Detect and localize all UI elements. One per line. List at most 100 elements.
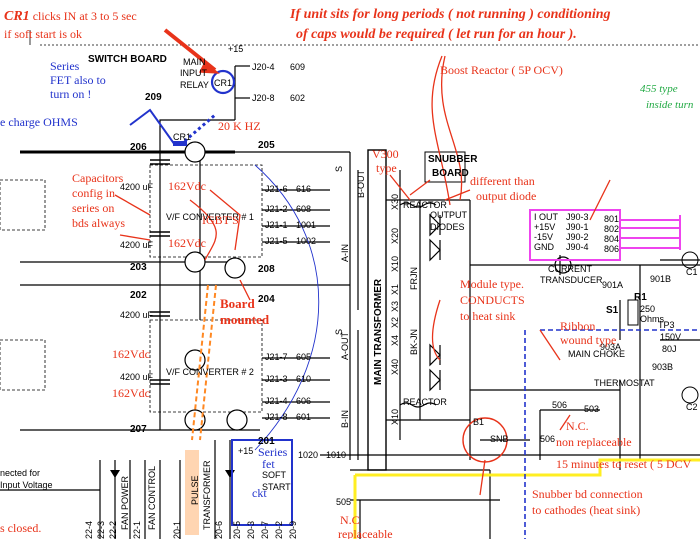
wire-901b: 901B [650, 274, 671, 284]
pin-20-7: 20-7 [260, 521, 270, 539]
v162-note-2: 162Vdc [168, 236, 206, 250]
j20-8-label: J20-8 [252, 93, 275, 103]
wire-806: 806 [604, 244, 619, 254]
board-mounted-note-1: Board [220, 296, 255, 311]
wire-506-top: 506 [552, 400, 567, 410]
replaceable-note: replaceable [338, 527, 393, 539]
non-replaceable-note: non replaceable [556, 435, 632, 449]
s1-label: S1 [606, 305, 619, 316]
cap-label-2: 4200 uF [120, 240, 154, 250]
wire-609: 609 [290, 62, 305, 72]
pin-20-2: 20-2 [274, 521, 284, 539]
x4-label: X4 [390, 335, 400, 346]
s-label-bottom: S [334, 329, 344, 335]
switch-board-label: SWITCH BOARD [88, 54, 167, 65]
pin-20-1: 20-1 [172, 521, 182, 539]
j21-1-label: J21-1 [265, 220, 288, 230]
pin-22-3: 22-3 [96, 521, 106, 539]
node-201: 201 [258, 436, 275, 447]
x1-label: X1 [390, 284, 400, 295]
jm15-label: -15V [534, 232, 553, 242]
cap-label-3: 4200 uF [120, 310, 154, 320]
j21-3-label: J21-3 [265, 374, 288, 384]
reactor-label-bottom: REACTOR [403, 397, 447, 407]
pin-20-5: 20-5 [232, 521, 242, 539]
nc-note-2: N.C [340, 513, 360, 527]
charge-ohms-note: e charge OHMS [0, 115, 78, 129]
jgnd-label: GND [534, 242, 555, 252]
annotation-arrows [114, 28, 611, 496]
node-206: 206 [130, 142, 147, 153]
output-diodes-label-2: DIODES [430, 222, 465, 232]
wire-804: 804 [604, 234, 619, 244]
j21-8-label: J21-8 [265, 412, 288, 422]
vf-converter-1-label: V/F CONVERTER # 1 [166, 212, 254, 222]
caps-note-4: bds always [72, 216, 125, 230]
pin-20-6: 20-6 [214, 521, 224, 539]
x40-label: X40 [390, 359, 400, 375]
series-fet-note-2: FET also to [50, 73, 106, 87]
long-periods-note-1: If unit sits for long periods ( not runn… [289, 7, 611, 22]
main-input-relay-label-3: RELAY [180, 80, 209, 90]
r1-label: R1 [634, 292, 647, 303]
series-fet-ckt-note-3: ckt [252, 486, 267, 500]
module-note-1: Module type. [460, 277, 524, 291]
fan-control-label: FAN CONTROL [147, 466, 157, 530]
main-choke-label: MAIN CHOKE [568, 349, 625, 359]
cr1-relay-highlight [210, 69, 236, 95]
j20-4-label: J20-4 [252, 62, 275, 72]
board-mounted-note-2: mounted [220, 312, 270, 327]
type-455-note: 455 type [640, 83, 678, 95]
thermostat-label: THERMOSTAT [594, 378, 655, 388]
wire-616: 616 [296, 184, 311, 194]
cap-label-1: 4200 uF [120, 182, 154, 192]
cr1-switch-label: CR1 [173, 132, 191, 142]
snubber-board-label-2: BOARD [432, 168, 469, 179]
wire-602: 602 [290, 93, 305, 103]
wire-506-bottom: 506 [540, 434, 555, 444]
highlights [129, 69, 700, 539]
igbts-note: IGBT'S [202, 213, 239, 227]
bkjn-label: BK-JN [409, 329, 419, 355]
v162-note-4: 162Vdc [112, 386, 150, 400]
cr1-note-title: CR1 [4, 9, 30, 24]
wire-1002: 1002 [296, 236, 316, 246]
wire-606: 606 [296, 396, 311, 406]
j90-1-label: J90-1 [566, 222, 589, 232]
snubber-board-label-1: SNUBBER [428, 154, 478, 165]
pulse-transformer-label-1: PULSE [190, 475, 200, 505]
wire-608: 608 [296, 204, 311, 214]
voltage-150v-label: 150V [660, 332, 681, 342]
tp3-label: TP3 [658, 320, 675, 330]
node-205: 205 [258, 140, 275, 151]
main-input-relay-label-1: MAIN [183, 57, 206, 67]
cap-80j-label: 80J [662, 344, 677, 354]
j90-4-label: J90-4 [566, 242, 589, 252]
series-fet-note-3: turn on ! [50, 87, 91, 101]
closed-label: s closed. [0, 521, 41, 535]
r1-value-2: Ohms [640, 314, 665, 324]
series-fet-ckt-note-2: fet [262, 457, 275, 471]
schematic-labels: SWITCH BOARD MAIN INPUT RELAY CR1 +15 J2… [0, 44, 698, 539]
nc-note-1: N.C. [566, 419, 589, 433]
c1-label: C1 [686, 267, 698, 277]
snb-label: SNB [490, 434, 509, 444]
pulse-transformer-label-2: TRANSFORMER [202, 460, 212, 530]
pin-22-1: 22-1 [132, 521, 142, 539]
node-207: 207 [130, 424, 147, 435]
node-204: 204 [258, 294, 275, 305]
jout-label: I OUT [534, 212, 559, 222]
boost-reactor-note: Boost Reactor ( 5P OCV) [440, 63, 563, 77]
cr1-note-line2: if soft start is ok [4, 27, 82, 41]
reactor-label-top: REACTOR [403, 200, 447, 210]
j21-5-label: J21-5 [265, 236, 288, 246]
snubber-conn-note-1: Snubber bd connection [532, 487, 643, 501]
long-periods-note-2: of caps would be required ( let run for … [296, 27, 577, 42]
soft-start-label-1: SOFT [262, 470, 287, 480]
jp15-label: +15V [534, 222, 555, 232]
wiring [0, 30, 700, 539]
node-208: 208 [258, 264, 275, 275]
cr1-note-body: clicks IN at 3 to 5 sec [30, 9, 137, 23]
caps-note-2: config in [72, 186, 115, 200]
j90-3-label: J90-3 [566, 212, 589, 222]
